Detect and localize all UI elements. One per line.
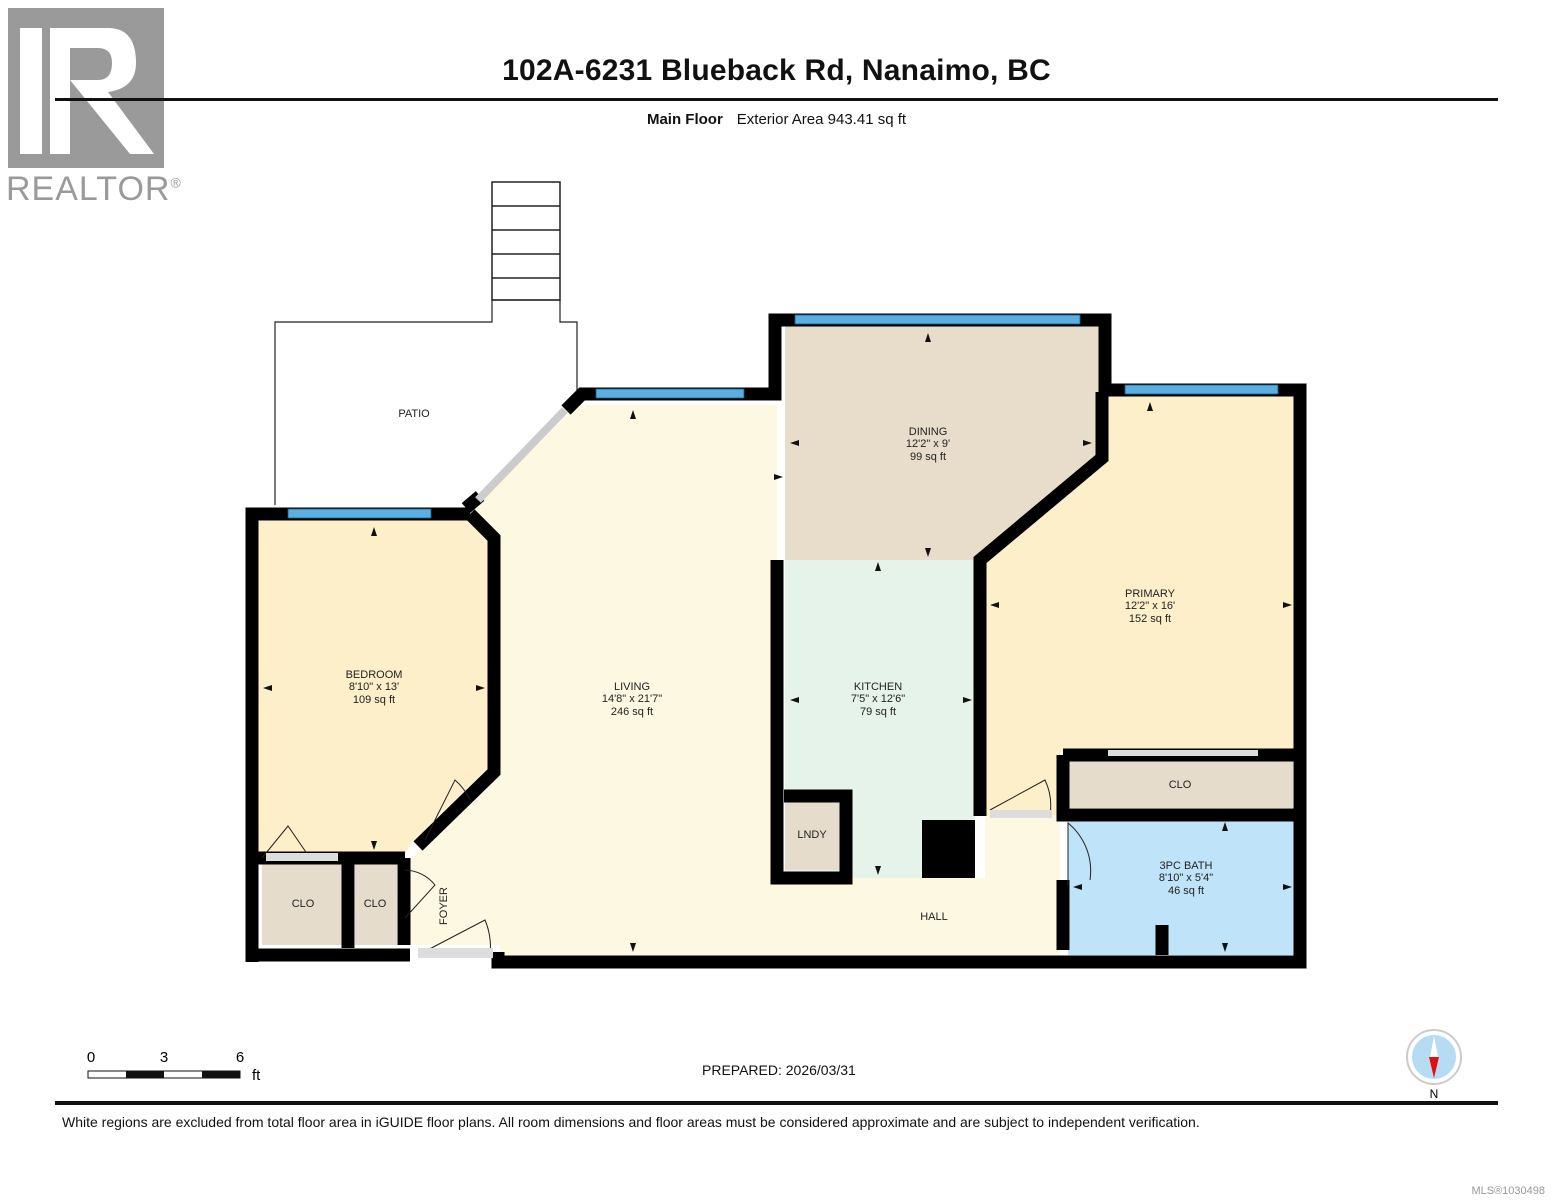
realtor-wordmark: REALTOR® xyxy=(6,170,182,208)
bedroom-room xyxy=(258,520,488,855)
dining-dims: 12'2" x 9' xyxy=(906,438,950,450)
laundry xyxy=(785,800,840,870)
bedroom-area: 109 sq ft xyxy=(353,694,395,706)
dining-area: 99 sq ft xyxy=(910,451,946,463)
dimension-arrows xyxy=(263,333,1292,952)
header-divider xyxy=(55,98,1498,101)
kitchen-block xyxy=(922,820,975,878)
scale-unit: ft xyxy=(252,1067,261,1084)
prepared-date: PREPARED: 2026/03/31 xyxy=(702,1062,856,1078)
bedroom-label: BEDROOM xyxy=(346,669,403,681)
compass-label: N xyxy=(1430,1087,1439,1101)
bedroom-dims: 8'10" x 13' xyxy=(349,681,399,693)
disclaimer: White regions are excluded from total fl… xyxy=(62,1114,1200,1130)
primary-dims: 12'2" x 16' xyxy=(1125,600,1175,612)
living-area: 246 sq ft xyxy=(611,706,653,718)
patio-door[interactable] xyxy=(475,407,568,503)
patio-outline xyxy=(274,299,578,505)
scale-tick-0: 0 xyxy=(87,1049,95,1066)
bath-label: 3PC BATH xyxy=(1160,860,1213,872)
windows xyxy=(287,314,1279,519)
primary-area: 152 sq ft xyxy=(1129,613,1171,625)
closet-2 xyxy=(355,862,397,945)
scale-bar: 0 3 6 ft xyxy=(87,1049,261,1084)
living-label: LIVING xyxy=(614,681,650,693)
kitchen-area: 79 sq ft xyxy=(860,706,896,718)
footer-divider xyxy=(55,1101,1498,1105)
bath-dims: 8'10" x 5'4" xyxy=(1159,872,1213,884)
floor-name: Main Floor xyxy=(646,111,723,128)
scale-tick-6: 6 xyxy=(236,1049,244,1066)
foyer-label: FOYER xyxy=(438,887,450,925)
door-openings xyxy=(266,750,1258,958)
patio-label: PATIO xyxy=(398,408,430,420)
compass-icon: N xyxy=(1406,1029,1462,1101)
floor-subtitle: Main Floor Exterior Area 943.41 sq ft xyxy=(0,111,1553,128)
primary-closet-label: CLO xyxy=(1169,779,1192,791)
bath-room xyxy=(1068,820,1295,955)
exterior-area: Exterior Area 943.41 sq ft xyxy=(736,111,907,128)
dining-room xyxy=(785,325,1100,560)
closet-2-label: CLO xyxy=(364,898,387,910)
closet-1 xyxy=(262,862,342,945)
realtor-logo xyxy=(8,8,164,168)
living-dims: 14'8" x 21'7" xyxy=(602,693,662,705)
dining-label: DINING xyxy=(909,426,948,438)
stairs xyxy=(491,181,561,301)
bath-area: 46 sq ft xyxy=(1168,885,1204,897)
mls-number: MLS®1030498 xyxy=(1471,1185,1545,1197)
kitchen-label: KITCHEN xyxy=(854,681,902,693)
realtor-r-icon xyxy=(20,28,154,154)
primary-room xyxy=(985,395,1295,815)
primary-closet xyxy=(1068,760,1293,808)
closet-1-label: CLO xyxy=(292,898,315,910)
living-room xyxy=(410,405,1060,955)
hall-label: HALL xyxy=(920,911,948,923)
page-title: 102A-6231 Blueback Rd, Nanaimo, BC xyxy=(502,54,1051,87)
laundry-label: LNDY xyxy=(797,829,827,841)
kitchen-dims: 7'5" x 12'6" xyxy=(851,693,905,705)
primary-label: PRIMARY xyxy=(1125,588,1176,600)
scale-tick-3: 3 xyxy=(160,1049,168,1066)
